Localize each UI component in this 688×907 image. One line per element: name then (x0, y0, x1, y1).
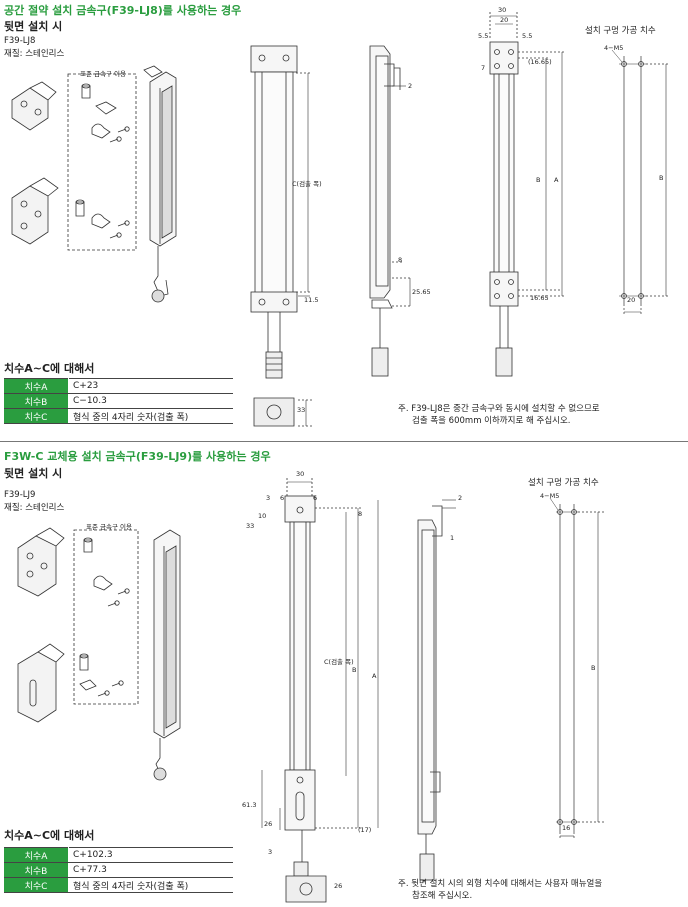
dim2-d10: 10 (258, 512, 267, 520)
dim-labC: C(검출 폭) (292, 180, 322, 188)
dim2-w30: 30 (296, 470, 305, 478)
section1-drawings (11, 12, 670, 427)
dim-w20: 20 (500, 16, 509, 24)
dim-d2: 2 (408, 82, 413, 90)
dim-d7: 7 (481, 64, 486, 72)
dim-d8: 8 (398, 256, 403, 264)
section2-model: F39-LJ9 (4, 490, 36, 500)
section1-note: 주. F39-LJ8은 중간 금속구와 동시에 설치할 수 없으므로 검출 폭을… (398, 403, 600, 427)
section2-material: 재질: 스테인리스 (4, 503, 65, 513)
dim2-d1: 1 (450, 534, 455, 542)
dim2-labA: A (372, 672, 377, 680)
dim2-labB: B (352, 666, 357, 674)
dim-d55b: 5.5 (522, 32, 533, 40)
note-line: 참조해 주십시오. (412, 891, 473, 901)
dim2-d2: 2 (458, 494, 463, 502)
dim2-d6b: 6 (313, 494, 318, 502)
dim2-d26: 26 (264, 820, 273, 828)
section1-title: 공간 절약 설치 금속구(F39-LJ8)를 사용하는 경우 (4, 4, 242, 17)
note-line: 주. F39-LJ8은 중간 금속구와 동시에 설치할 수 없으므로 (398, 404, 600, 414)
section2-parts-label: 표준 금속구 이용 (86, 523, 132, 531)
dim-labA: A (554, 176, 559, 184)
dim-w30: 30 (498, 6, 507, 14)
section-divider (0, 441, 688, 442)
dim2-m4: 4−M5 (540, 492, 560, 500)
section2-table-title: 치수A~C에 대해서 (4, 829, 95, 842)
dim2-d3a: 3 (266, 494, 271, 502)
dim-d33: 33 (297, 406, 306, 414)
dim-d1665bot: 16.65 (530, 294, 549, 302)
dim-d115: 11.5 (304, 296, 319, 304)
note-line: 검출 폭을 600mm 이하까지로 해 주십시오. (412, 416, 571, 426)
dim2-m16: 16 (562, 824, 571, 832)
dim2-d26b: 26 (334, 882, 343, 890)
section2-note: 주. 뒷면 설치 시의 외형 치수에 대해서는 사용자 매뉴얼을 참조해 주십시… (398, 878, 602, 902)
dim-d2565: 25.65 (412, 288, 431, 296)
dim-m20: 20 (627, 296, 636, 304)
dim2-d3b: 3 (268, 848, 273, 856)
section1-model: F39-LJ8 (4, 36, 36, 46)
dim-labB: B (536, 176, 541, 184)
section1-subtitle: 뒷면 설치 시 (4, 20, 63, 33)
dim-m4: 4−M5 (604, 44, 624, 52)
section2-mount-title: 설치 구멍 가공 치수 (528, 478, 599, 488)
dim-mB: B (659, 174, 664, 182)
dim2-d613: 61.3 (242, 801, 257, 809)
section2-subtitle: 뒷면 설치 시 (4, 467, 63, 480)
dim2-d8: 8 (358, 510, 363, 518)
dim2-d33: 33 (246, 522, 255, 530)
dim2-d6a: 6 (280, 494, 285, 502)
section1-table-title: 치수A~C에 대해서 (4, 362, 95, 375)
dim-d1665top: (16.65) (528, 58, 552, 66)
note-line: 주. 뒷면 설치 시의 외형 치수에 대해서는 사용자 매뉴얼을 (398, 879, 603, 889)
dim2-d17: (17) (358, 826, 372, 834)
dim2-mB: B (591, 664, 596, 672)
dim2-labC: C(검출 폭) (324, 658, 354, 666)
section1-material: 재질: 스테인리스 (4, 49, 65, 59)
section1-mount-title: 설치 구멍 가공 치수 (585, 26, 656, 36)
dim-d55a: 5.5 (478, 32, 489, 40)
section2-title: F3W-C 교체용 설치 금속구(F39-LJ9)를 사용하는 경우 (4, 450, 271, 463)
